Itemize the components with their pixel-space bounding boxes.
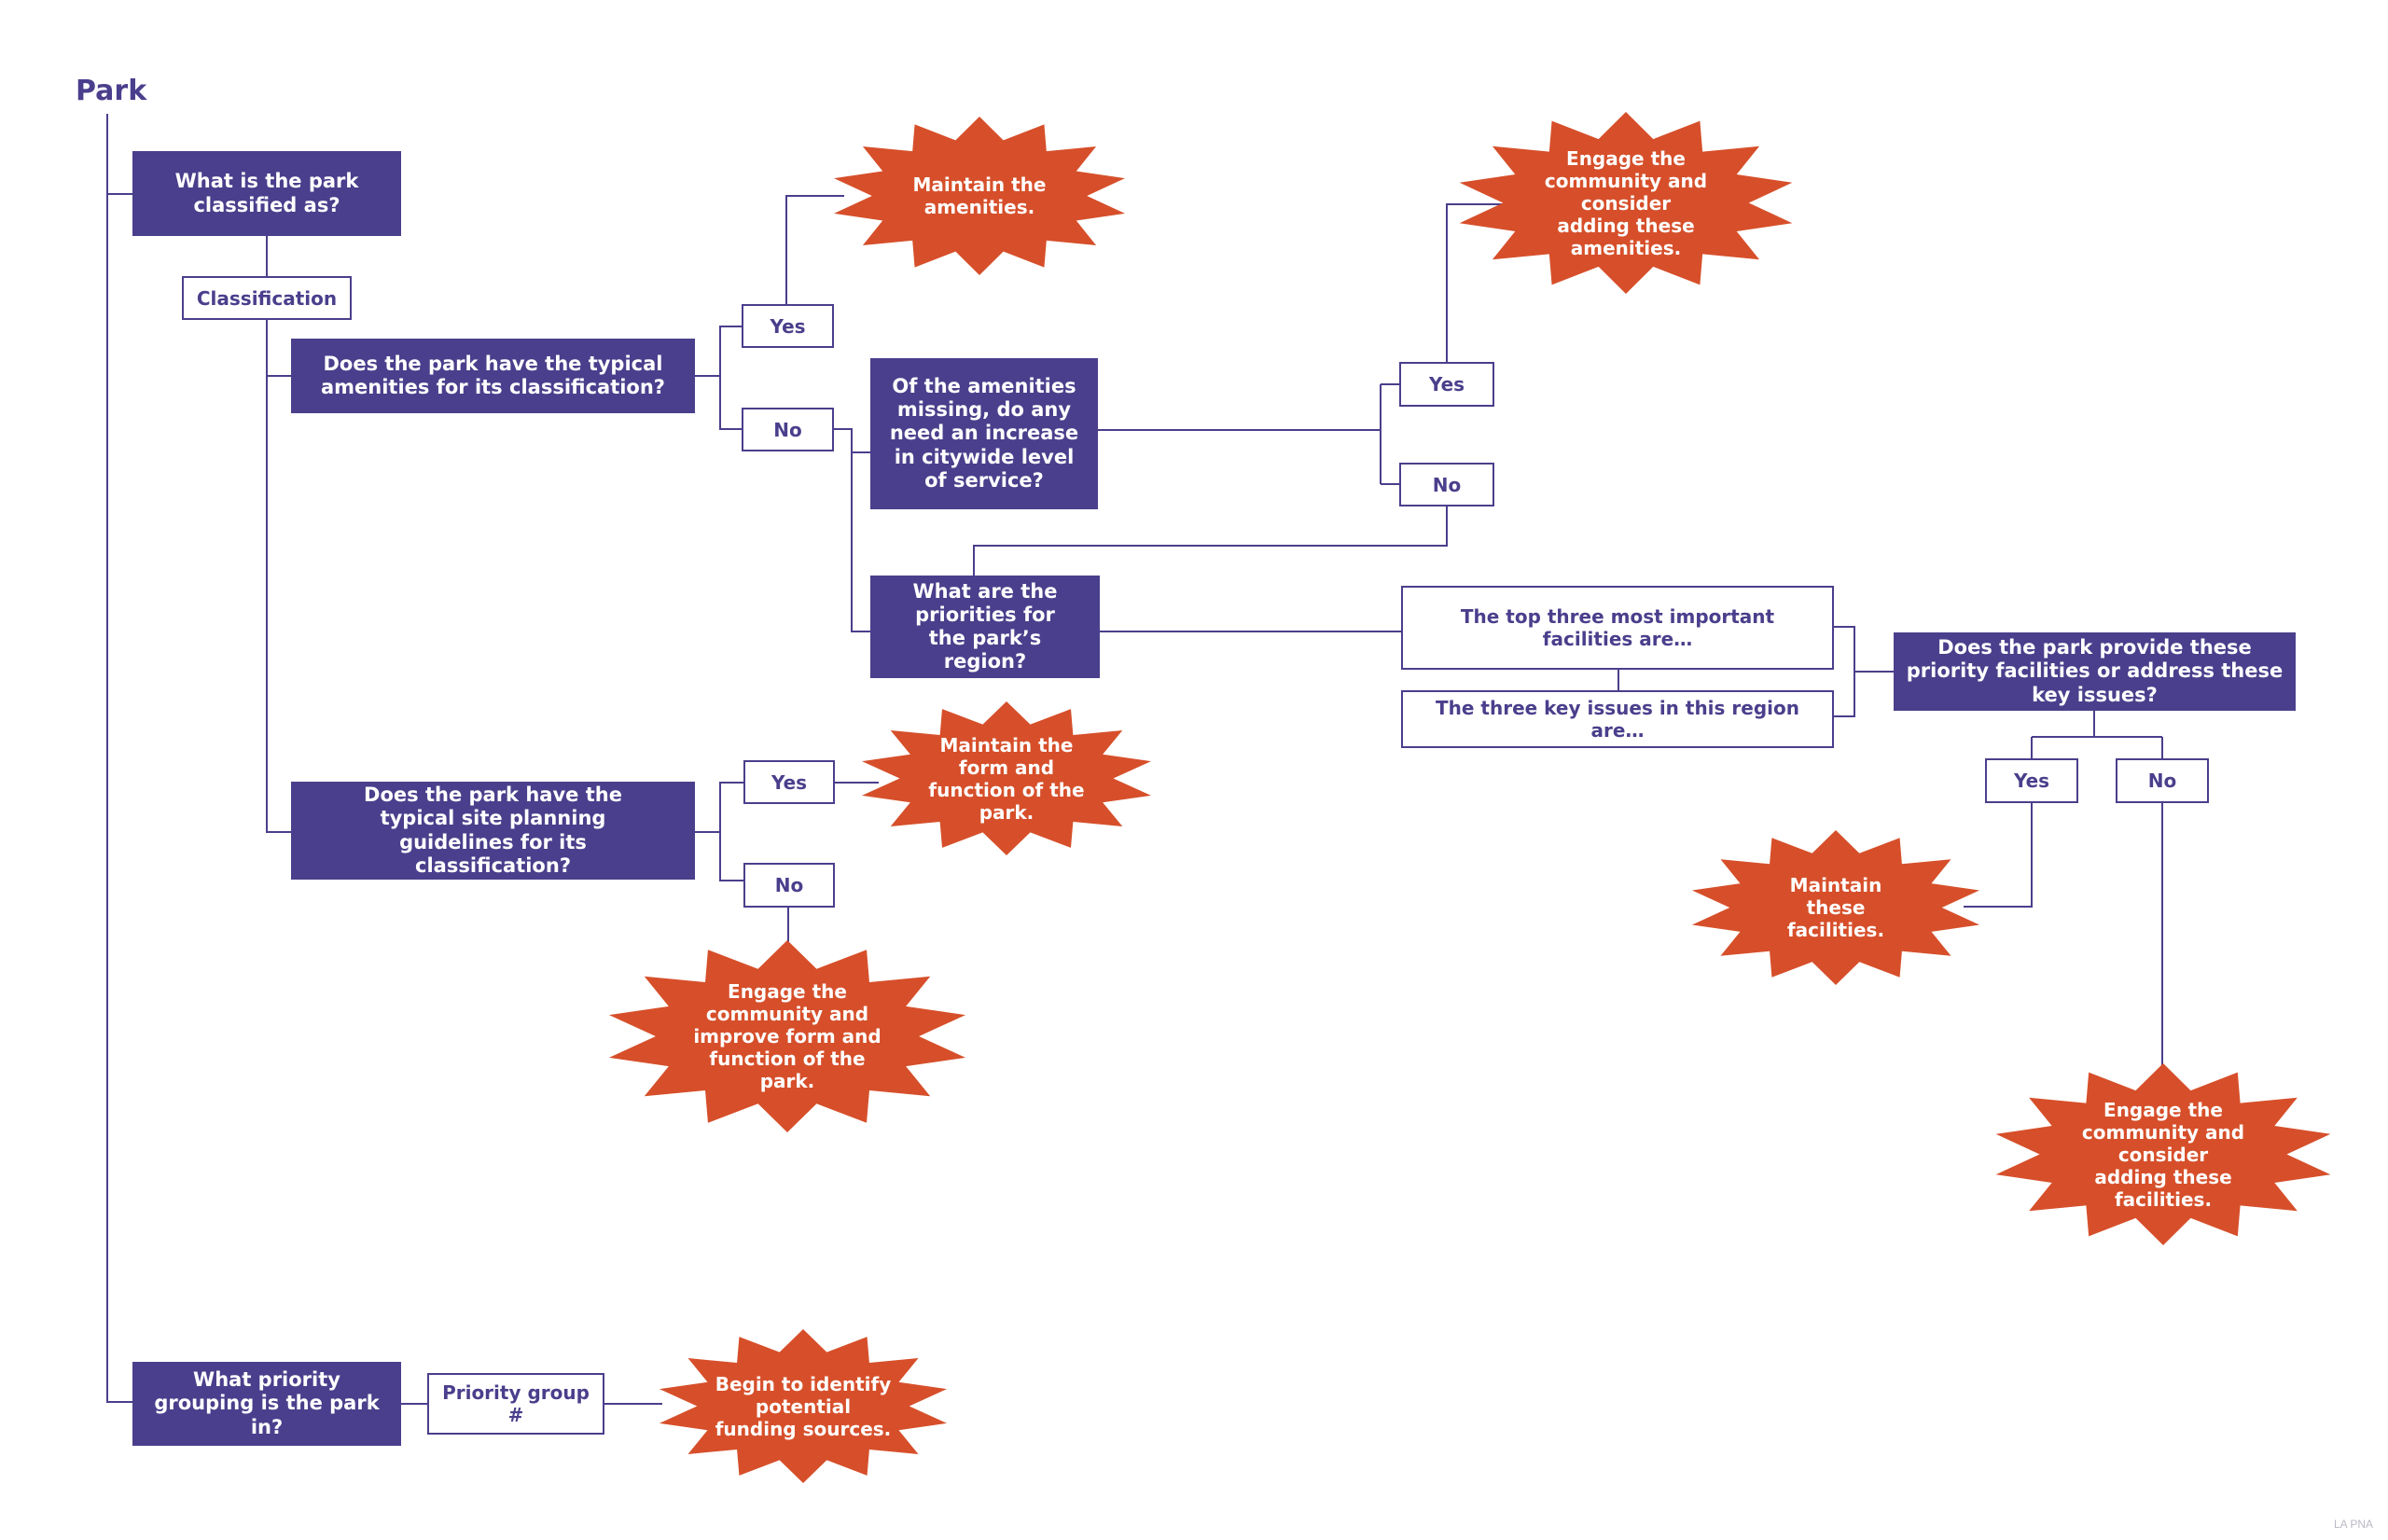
outcome-maintain-facilities-burst: Maintain these facilities. (1688, 830, 1983, 985)
starburst-shape (834, 117, 1125, 275)
answer-site-yes: Yes (743, 760, 835, 804)
answer-missing-no: No (1399, 463, 1494, 506)
question-region-priorities: What are the priorities for the park’s r… (870, 576, 1100, 678)
outcome-maintain-form-burst: Maintain the form and function of the pa… (858, 701, 1155, 855)
question-typical-amenities: Does the park have the typical amenities… (291, 339, 695, 413)
outcome-maintain-facilities: Maintain these facilities. (1786, 874, 1885, 941)
outcome-engage-form-burst: Engage the community and improve form an… (604, 940, 970, 1132)
outcome-funding: Begin to identify potential funding sour… (715, 1372, 892, 1440)
outcome-engage-form: Engage the community and improve form an… (693, 980, 882, 1092)
outcome-engage-amenities-burst: Engage the community and consider adding… (1455, 112, 1797, 294)
answer-priority-group: Priority group # (427, 1373, 604, 1435)
starburst-shape (1995, 1063, 2331, 1245)
starburst-shape (659, 1329, 948, 1483)
answer-missing-yes: Yes (1399, 362, 1494, 407)
answer-key-issues: The three key issues in this region are… (1401, 690, 1834, 748)
outcome-maintain-form: Maintain the form and function of the pa… (928, 733, 1085, 824)
outcome-engage-facilities: Engage the community and consider adding… (2081, 1098, 2245, 1211)
answer-amenities-yes: Yes (742, 304, 834, 348)
outcome-maintain-amenities: Maintain the amenities. (912, 173, 1047, 218)
question-provide-priority: Does the park provide these priority fac… (1894, 632, 2296, 711)
diagram-title: Park (76, 75, 147, 107)
answer-top-three-facilities: The top three most important facilities … (1401, 586, 1834, 670)
question-priority-grouping: What priority grouping is the park in? (132, 1362, 401, 1446)
answer-site-no: No (743, 863, 835, 908)
question-site-planning: Does the park have the typical site plan… (291, 782, 695, 880)
footer-credit: LA PNA (2333, 1518, 2373, 1531)
outcome-engage-facilities-burst: Engage the community and consider adding… (1992, 1063, 2335, 1245)
answer-provide-no: No (2116, 758, 2209, 803)
outcome-engage-amenities: Engage the community and consider adding… (1544, 146, 1708, 259)
answer-classification: Classification (182, 276, 352, 320)
starburst-shape (1459, 112, 1793, 294)
question-classified: What is the park classified as? (132, 151, 401, 236)
outcome-funding-burst: Begin to identify potential funding sour… (656, 1329, 951, 1483)
question-amenities-missing: Of the amenities missing, do any need an… (870, 358, 1098, 509)
starburst-shape (1691, 830, 1980, 985)
outcome-maintain-amenities-burst: Maintain the amenities. (830, 117, 1129, 275)
answer-amenities-no: No (742, 408, 834, 451)
starburst-shape (608, 940, 966, 1132)
answer-provide-yes: Yes (1985, 758, 2078, 803)
starburst-shape (861, 701, 1152, 855)
